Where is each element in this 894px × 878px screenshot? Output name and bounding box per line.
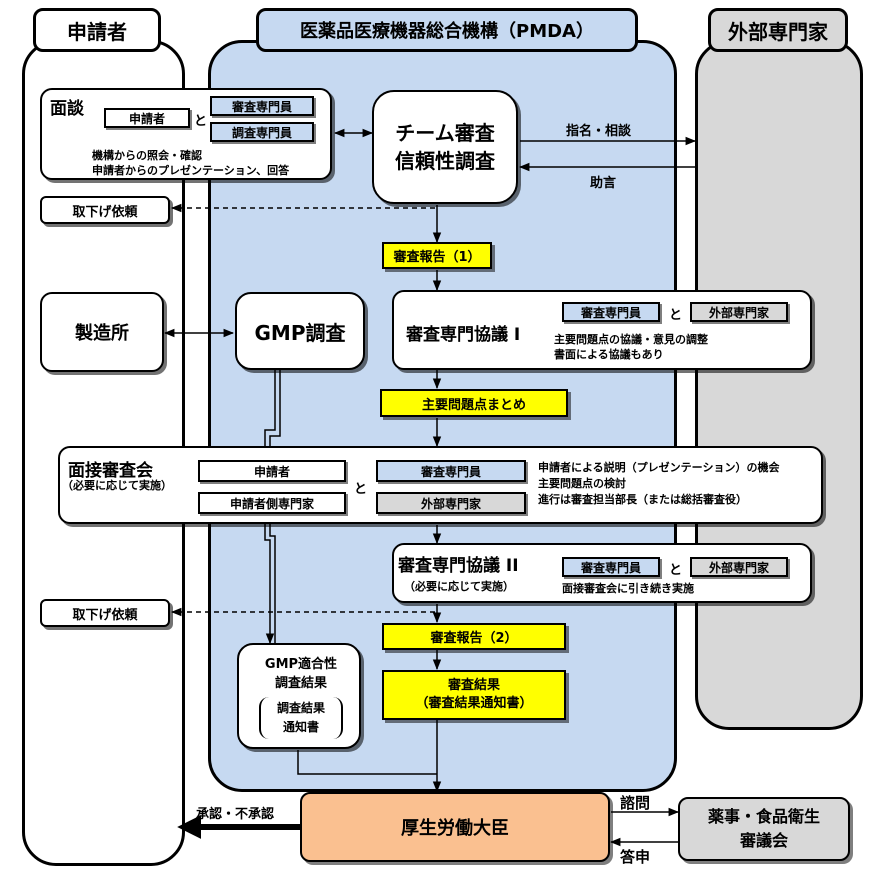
manufacturing-plant-box: 製造所 xyxy=(40,292,164,372)
expert-meeting-2-note: （必要に応じて実施） xyxy=(404,580,514,593)
applicant-column-header: 申請者 xyxy=(33,8,161,52)
council-line1: 薬事・食品衛生 xyxy=(707,807,820,826)
expert-meeting-1-box: 審査専門協議 I 審査専門員 と 外部専門家 主要問題点の協議・意見の調整 書面… xyxy=(392,290,812,370)
hearing-box: 面接審査会 （必要に応じて実施） 申請者 申請者側専門家 と 審査専門員 外部専… xyxy=(58,446,823,524)
expert-meeting-2-reviewer-tag: 審査専門員 xyxy=(562,557,660,577)
team-review-line1: チーム審査 xyxy=(395,121,495,145)
council-line2: 審議会 xyxy=(739,831,788,850)
pmda-column-header: 医薬品医療機器総合機構（PMDA） xyxy=(256,8,638,52)
team-review-box: チーム審査 信頼性調査 xyxy=(372,90,518,204)
minister-label: 厚生労働大臣 xyxy=(401,818,509,839)
gmp-result-box: GMP適合性 調査結果 調査結果 通知書 xyxy=(237,643,361,749)
gmp-inspection-label: GMP調査 xyxy=(254,320,346,345)
council-box: 薬事・食品衛生 審議会 xyxy=(678,797,850,861)
withdraw-request-label-2: 取下げ依頼 xyxy=(72,607,138,623)
expert-meeting-1-title: 審査専門協議 I xyxy=(406,325,521,345)
withdraw-request-box-2: 取下げ依頼 xyxy=(40,599,170,627)
experts-column-header: 外部専門家 xyxy=(708,8,848,52)
approval-label: 承認・不承認 xyxy=(196,807,275,822)
pmda-column-title: 医薬品医療機器総合機構（PMDA） xyxy=(300,21,594,42)
expert-meeting-1-expert-tag: 外部専門家 xyxy=(690,302,788,322)
interview-applicant-tag: 申請者 xyxy=(104,108,190,128)
interview-box: 面談 申請者 と 審査専門員 調査専門員 機構からの照会・確認 申請者からのプレ… xyxy=(40,88,332,180)
hearing-applicant-expert-tag: 申請者側専門家 xyxy=(198,492,346,514)
review-result: 審査結果 （審査結果通知書） xyxy=(382,670,566,720)
hearing-line1: 申請者による説明（プレゼンテーション）の機会 xyxy=(538,461,780,474)
hearing-title: 面接審査会 xyxy=(68,461,153,481)
gmp-result-notice-line2: 通知書 xyxy=(282,720,319,734)
interview-investigator-tag: 調査専門員 xyxy=(210,122,314,142)
interview-line1: 機構からの照会・確認 xyxy=(92,149,202,162)
hearing-and-label: と xyxy=(354,482,368,497)
consult-label: 指名・相談 xyxy=(566,124,632,139)
inquiry-label: 諮問 xyxy=(620,794,651,812)
expert-meeting-1-line2: 書面による協議もあり xyxy=(554,348,664,361)
gmp-inspection-box: GMP調査 xyxy=(235,292,365,370)
gmp-result-notice-line1: 調査結果 xyxy=(276,701,325,715)
review-report-2-label: 審査報告（2） xyxy=(430,631,518,646)
hearing-applicant-tag: 申請者 xyxy=(198,460,346,482)
experts-column-title: 外部専門家 xyxy=(728,19,828,44)
reply-label: 答申 xyxy=(620,848,651,866)
advice-label: 助言 xyxy=(590,176,617,191)
minister-box: 厚生労働大臣 xyxy=(300,792,610,862)
expert-meeting-1-and-label: と xyxy=(669,308,683,323)
gmp-result-notice: 調査結果 通知書 xyxy=(259,697,343,739)
issues-summary: 主要問題点まとめ xyxy=(380,389,568,417)
review-report-1: 審査報告（1） xyxy=(382,242,492,269)
interview-title: 面談 xyxy=(50,99,84,119)
expert-meeting-1-reviewer-tag: 審査専門員 xyxy=(562,302,660,322)
expert-meeting-2-and-label: と xyxy=(669,563,683,578)
manufacturing-plant-label: 製造所 xyxy=(75,323,129,344)
review-report-1-label: 審査報告（1） xyxy=(393,250,481,265)
expert-meeting-2-title: 審査専門協議 II xyxy=(398,556,519,576)
issues-summary-label: 主要問題点まとめ xyxy=(421,397,526,413)
hearing-line3: 進行は審査担当部長（または総括審査役） xyxy=(538,493,747,506)
hearing-reviewer-tag: 審査専門員 xyxy=(376,460,526,482)
interview-reviewer-tag: 審査専門員 xyxy=(210,96,314,116)
review-report-2: 審査報告（2） xyxy=(382,623,566,650)
review-result-line1: 審査結果 xyxy=(447,678,500,693)
gmp-result-line1: GMP適合性 xyxy=(264,657,338,672)
interview-line2: 申請者からのプレゼンテーション、回答 xyxy=(92,164,290,177)
review-result-line2: （審査結果通知書） xyxy=(415,696,533,711)
hearing-expert-tag: 外部専門家 xyxy=(376,492,526,514)
expert-meeting-2-expert-tag: 外部専門家 xyxy=(690,557,788,577)
applicant-column-title: 申請者 xyxy=(67,19,127,44)
expert-meeting-2-line1: 面接審査会に引き続き実施 xyxy=(562,582,694,595)
experts-lane xyxy=(695,40,863,730)
team-review-line2: 信頼性調査 xyxy=(395,149,495,173)
gmp-result-line2: 調査結果 xyxy=(274,676,327,691)
expert-meeting-2-box: 審査専門協議 II （必要に応じて実施） 審査専門員 と 外部専門家 面接審査会… xyxy=(392,543,812,603)
hearing-line2: 主要問題点の検討 xyxy=(538,477,626,490)
withdraw-request-box-1: 取下げ依頼 xyxy=(40,196,170,224)
hearing-note: （必要に応じて実施） xyxy=(62,479,172,492)
withdraw-request-label-1: 取下げ依頼 xyxy=(72,204,138,220)
interview-and-label: と xyxy=(194,114,208,129)
expert-meeting-1-line1: 主要問題点の協議・意見の調整 xyxy=(554,333,708,346)
